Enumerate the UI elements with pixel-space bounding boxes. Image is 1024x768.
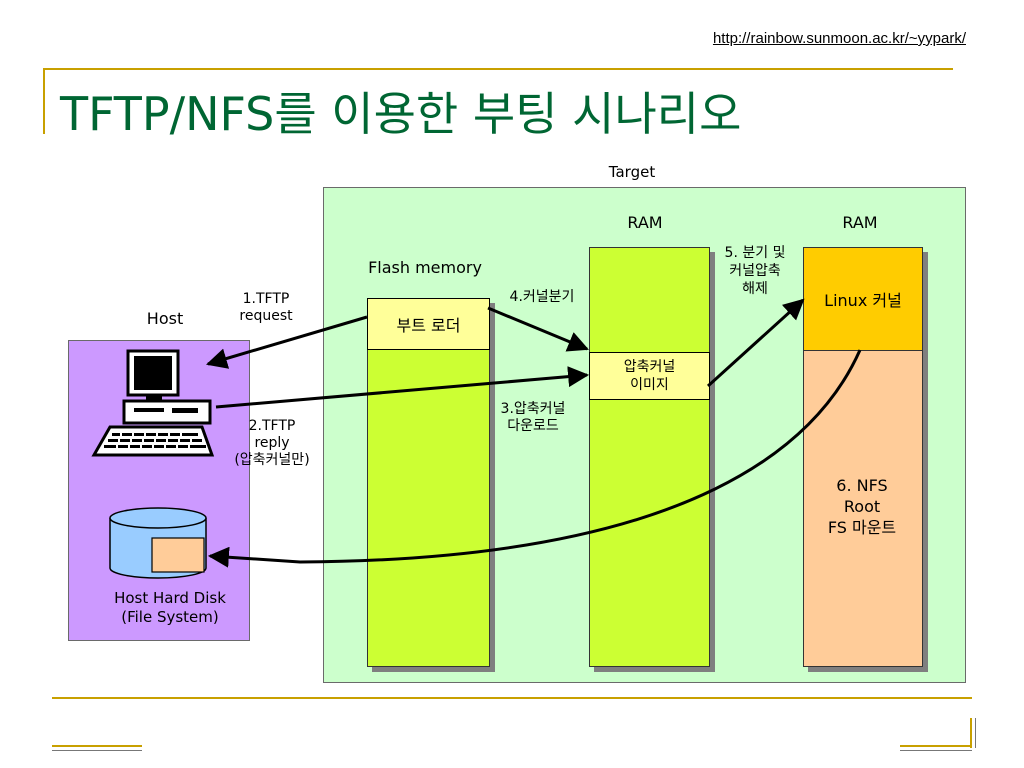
footer-rule <box>52 697 972 699</box>
step2-line3: (압축커널만) <box>234 452 310 468</box>
nfs-root-line1: 6. NFS <box>836 476 888 495</box>
step5-line3: 해제 <box>742 281 768 297</box>
nfs-root-line2: Root <box>843 497 881 516</box>
footer-right-corner <box>970 718 976 748</box>
step5-line2: 커널압축 <box>729 263 781 279</box>
arrow-nfs-mount <box>207 349 862 568</box>
arrow-decompress <box>706 298 805 388</box>
arrow-tftp-request <box>205 315 368 369</box>
step4-label: 4.커널분기 <box>509 289 575 305</box>
target-label: Target <box>608 163 656 181</box>
step3-line2: 다운로드 <box>507 418 559 434</box>
host-disk-label: Host Hard Disk (File System) <box>90 589 250 627</box>
step1-line2: request <box>239 308 293 324</box>
step2-label: 2.TFTP reply (압축커널만) <box>222 418 322 469</box>
boot-loader-label: 부트 로더 <box>396 316 461 335</box>
source-url[interactable]: http://rainbow.sunmoon.ac.kr/~yypark/ <box>712 30 966 47</box>
compressed-kernel-image-line1: 압축커널 <box>623 359 676 375</box>
page-title: TFTP/NFS를 이용한 부팅 시나리오 <box>60 87 742 141</box>
computer-icon <box>91 349 215 457</box>
footer-left-mark <box>52 745 142 751</box>
flash-memory-label: Flash memory <box>368 258 482 277</box>
ram1-bar <box>589 247 710 667</box>
host-disk-line1: Host Hard Disk <box>114 589 226 607</box>
arrow-kernel-branch <box>487 306 589 352</box>
step2-line1: 2.TFTP <box>248 418 296 434</box>
nfs-root-line3: FS 마운트 <box>827 518 897 537</box>
title-rule-vertical <box>43 68 45 134</box>
arrow-tftp-reply <box>215 366 590 409</box>
step5-line1: 5. 분기 및 <box>724 245 786 261</box>
ram1-label: RAM <box>627 213 663 232</box>
host-disk-line2: (File System) <box>121 608 219 626</box>
boot-loader-box: 부트 로더 <box>367 298 490 350</box>
step1-line1: 1.TFTP <box>242 291 290 307</box>
step3-line1: 3.압축커널 <box>500 401 566 417</box>
title-rule-horizontal <box>43 68 953 70</box>
step2-line2: reply <box>254 435 290 451</box>
footer-right-mark <box>900 745 972 751</box>
step3-label: 3.압축커널 다운로드 <box>492 401 574 435</box>
step5-label: 5. 분기 및 커널압축 해제 <box>712 244 798 298</box>
hard-disk-icon <box>109 507 207 579</box>
host-label: Host <box>146 309 184 328</box>
compressed-kernel-image-box: 압축커널 이미지 <box>589 352 710 400</box>
linux-kernel-box: Linux 커널 <box>803 247 923 351</box>
flash-memory-bar <box>367 298 490 667</box>
linux-kernel-label: Linux 커널 <box>824 291 902 310</box>
nfs-root-mount-label: 6. NFS Root FS 마운트 <box>803 475 921 538</box>
step1-label: 1.TFTP request <box>228 291 304 325</box>
ram2-label: RAM <box>842 213 878 232</box>
compressed-kernel-image-line2: 이미지 <box>630 377 669 393</box>
